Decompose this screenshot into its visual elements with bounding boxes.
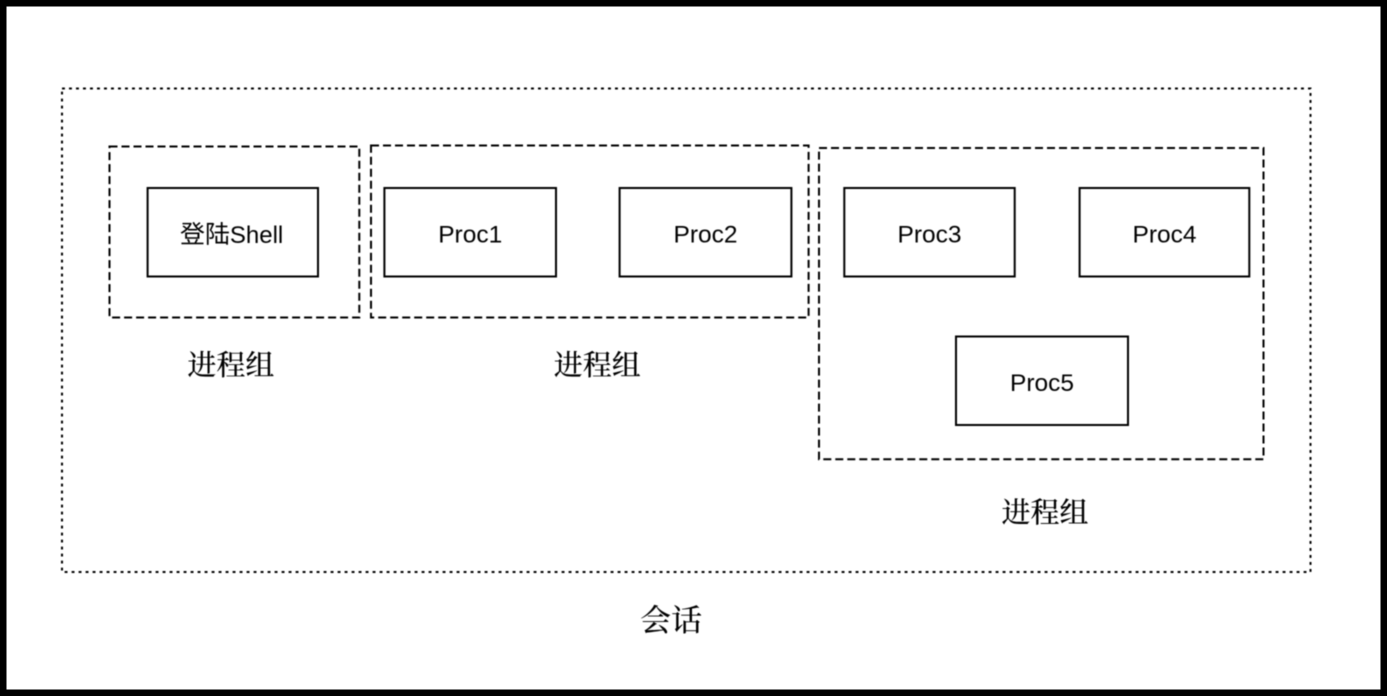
svg-text:Proc2: Proc2 bbox=[673, 221, 737, 248]
svg-text:Shell: Shell bbox=[230, 222, 283, 249]
svg-text:Proc3: Proc3 bbox=[897, 221, 961, 248]
svg-text:Proc1: Proc1 bbox=[438, 221, 502, 248]
svg-text:Proc4: Proc4 bbox=[1132, 221, 1196, 248]
svg-text:Proc5: Proc5 bbox=[1010, 370, 1074, 397]
